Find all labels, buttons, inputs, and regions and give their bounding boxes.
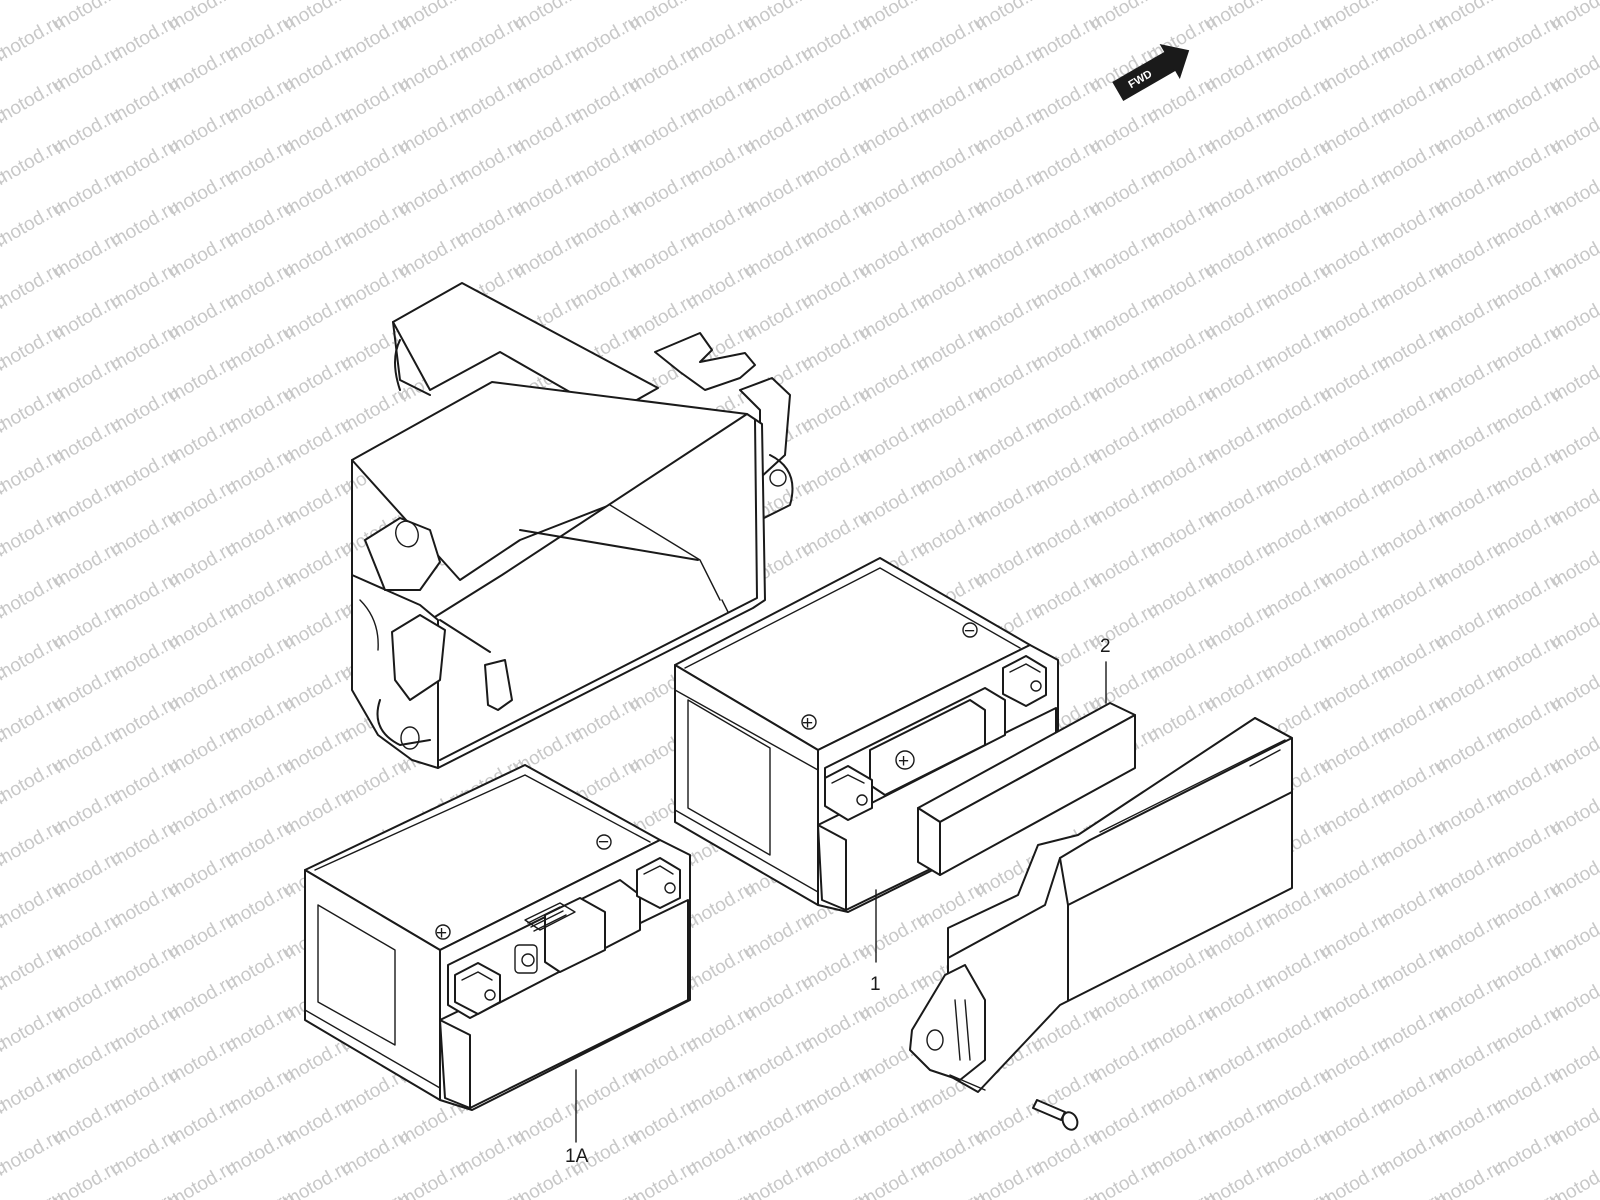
watermark-text: motod.ru <box>280 1156 355 1200</box>
watermark-text: motod.ru <box>1432 1156 1507 1200</box>
watermark-text: motod.ru <box>222 1187 297 1200</box>
watermark-text: motod.ru <box>1087 1156 1162 1200</box>
watermark-text: motod.ru <box>1374 1187 1449 1200</box>
watermark-text: motod.ru <box>856 1156 931 1200</box>
watermark-text: motod.ru <box>0 1187 67 1200</box>
watermark-text: motod.ru <box>0 630 67 686</box>
callout-1: 1 <box>870 974 881 995</box>
watermark-text: motod.ru <box>0 72 67 128</box>
watermark-text: motod.ru <box>50 1156 125 1200</box>
watermark-text: motod.ru <box>0 816 67 872</box>
watermark-text: motod.ru <box>741 1156 816 1200</box>
watermark-text: motod.ru <box>0 1125 67 1181</box>
watermark-text: motod.ru <box>0 196 67 252</box>
watermark-text: motod.ru <box>568 1187 643 1200</box>
battery-1a: − + <box>304 764 691 1143</box>
negative-mark-1a: − <box>598 832 609 853</box>
watermark-text: motod.ru <box>1144 1187 1219 1200</box>
watermark-text: motod.ru <box>165 1156 240 1200</box>
battery-cover <box>909 717 1293 1093</box>
fwd-direction-badge: FWD <box>1112 43 1190 102</box>
watermark-text: motod.ru <box>1202 1156 1277 1200</box>
watermark-text: motod.ru <box>683 1187 758 1200</box>
watermark-text: motod.ru <box>396 1156 471 1200</box>
watermark-text: motod.ru <box>798 1187 873 1200</box>
negative-mark-1: − <box>964 621 975 642</box>
watermark-text: motod.ru <box>626 1156 701 1200</box>
watermark-text: motod.ru <box>338 1187 413 1200</box>
watermark-text: motod.ru <box>0 1001 67 1057</box>
watermark-text: motod.ru <box>0 568 67 624</box>
watermark-text: motod.ru <box>0 754 67 810</box>
callout-2: 2 <box>1100 636 1111 657</box>
watermark-text: motod.ru <box>0 134 67 190</box>
watermark-text: motod.ru <box>1317 1156 1392 1200</box>
watermark-text: motod.ru <box>0 692 67 748</box>
battery-case <box>351 282 794 769</box>
watermark-text: motod.ru <box>0 506 67 562</box>
cover-bolt <box>1032 1099 1079 1131</box>
callout-1a: 1A <box>565 1146 589 1167</box>
watermark-text: motod.ru <box>0 11 67 67</box>
watermark-text: motod.ru <box>972 1156 1047 1200</box>
watermark-text: motod.ru <box>453 1187 528 1200</box>
watermark-text: motod.ru <box>914 1187 989 1200</box>
watermark-text: motod.ru <box>0 939 67 995</box>
spacer-pad-2 <box>917 661 1136 876</box>
watermark-text: motod.ru <box>0 877 67 933</box>
watermark-text: motod.ru <box>0 0 67 4</box>
positive-mark-1a: + <box>436 923 447 944</box>
watermark-text: motod.ru <box>0 320 67 376</box>
watermark-text: motod.ru <box>1490 1187 1565 1200</box>
watermark-text: motod.ru <box>0 444 67 500</box>
positive-mark-1: + <box>802 713 813 734</box>
watermark-text: motod.ru <box>107 1187 182 1200</box>
positive-mark-front-1: + <box>898 751 909 772</box>
watermark-text: motod.ru <box>0 1063 67 1119</box>
watermark-text: motod.ru <box>0 0 10 35</box>
watermark-text: motod.ru <box>0 382 67 438</box>
watermark-text: motod.ru <box>1259 1187 1334 1200</box>
watermark-text: motod.ru <box>1029 1187 1104 1200</box>
watermark-text: motod.ru <box>0 258 67 314</box>
